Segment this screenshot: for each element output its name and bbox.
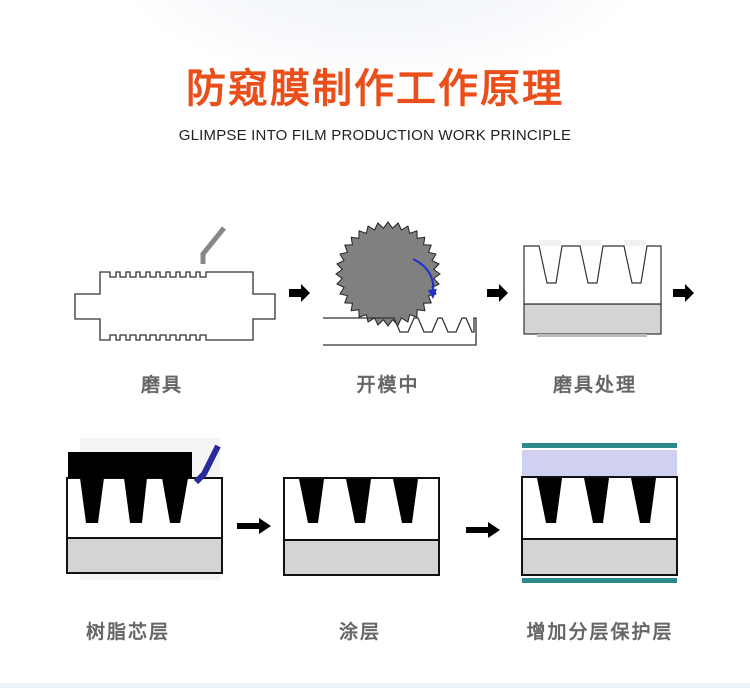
rack-outline [323,317,477,346]
substrate-layer [523,303,662,335]
resin-core-diagram [66,438,223,580]
gear-cutting-diagram [323,221,477,346]
mold-outline [74,271,276,341]
rotation-arrowhead-icon [428,289,437,299]
step-label-mold-processing: 磨具处理 [552,374,637,396]
step-label-molding: 开模中 [356,374,420,396]
substrate-layer [66,537,223,574]
resin-layer [68,452,192,523]
gear-icon [335,221,441,327]
substrate-layer [283,539,440,576]
coating-diagram [283,477,440,576]
arrow-right-icon [673,284,694,302]
protective-layer-diagram [521,443,678,583]
cutting-tool-icon [200,226,226,264]
arrow-right-icon [289,284,310,302]
mold-processing-diagram [523,240,662,337]
resin-applicator-icon [193,444,221,485]
arrow-right-icon [237,518,271,534]
arrow-right-icon [466,522,500,538]
grooved-layer [523,245,662,305]
protective-layer [522,450,677,477]
mold-diagram [74,226,276,341]
step-label-mold: 磨具 [140,374,183,396]
top-edge-layer [522,443,677,448]
coating-fill [299,479,418,523]
bottom-strip [0,683,750,688]
coating-fill [537,478,656,523]
page-title: 防窥膜制作工作原理 [186,66,564,112]
substrate-layer [521,538,678,576]
step-label-coating: 涂层 [338,621,381,643]
step-label-protective-layer: 增加分层保护层 [526,621,674,643]
page-subtitle: GLIMPSE INTO FILM PRODUCTION WORK PRINCI… [178,127,572,144]
bottom-edge-layer [522,578,677,583]
step-label-resin-core: 树脂芯层 [85,621,170,643]
arrow-right-icon [487,284,508,302]
